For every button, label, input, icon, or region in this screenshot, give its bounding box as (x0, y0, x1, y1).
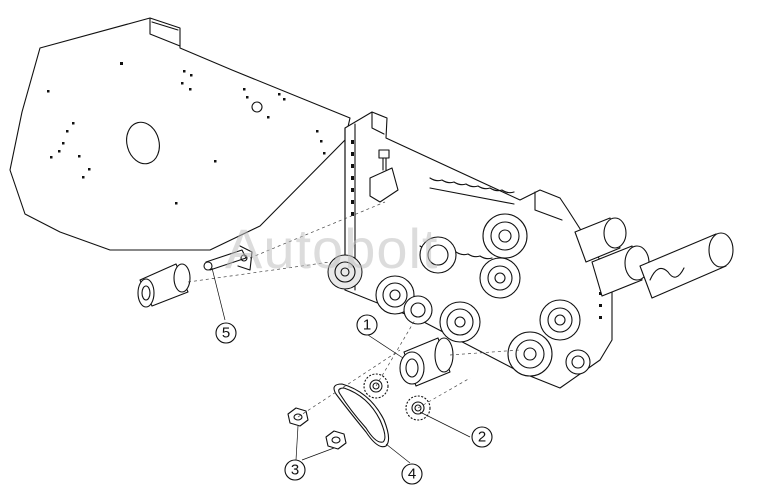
upper-pulley (482, 213, 528, 259)
callout-3: 3 (284, 459, 306, 481)
plate-cutout (126, 121, 160, 165)
plate-clip (251, 101, 263, 113)
part-5-roller-shaft (137, 245, 253, 308)
roller-row (327, 254, 591, 377)
callout-2-label: 2 (478, 429, 486, 446)
callout-5-label: 5 (222, 325, 230, 342)
drive-assembly (327, 111, 734, 389)
callout-2: 2 (471, 426, 493, 448)
callout-1-label: 1 (363, 317, 371, 334)
part-3-nut-lower (325, 430, 347, 450)
middle-pulley (479, 257, 521, 299)
callout-1: 1 (356, 314, 378, 336)
plate-holes (47, 62, 326, 205)
callout-leaders (211, 267, 471, 464)
callout-4-label: 4 (408, 466, 416, 483)
upper-spring (429, 177, 515, 194)
part-4-drive-chain (333, 383, 390, 448)
output-cylinders (574, 217, 734, 299)
callout-4: 4 (401, 463, 423, 485)
part-1-idler-roller (399, 337, 454, 387)
side-plate (9, 17, 351, 251)
callout-5: 5 (215, 322, 237, 344)
watermark-text: Autobolt (225, 217, 439, 280)
tensioner-gear (419, 236, 457, 274)
callout-3-label: 3 (291, 462, 299, 479)
